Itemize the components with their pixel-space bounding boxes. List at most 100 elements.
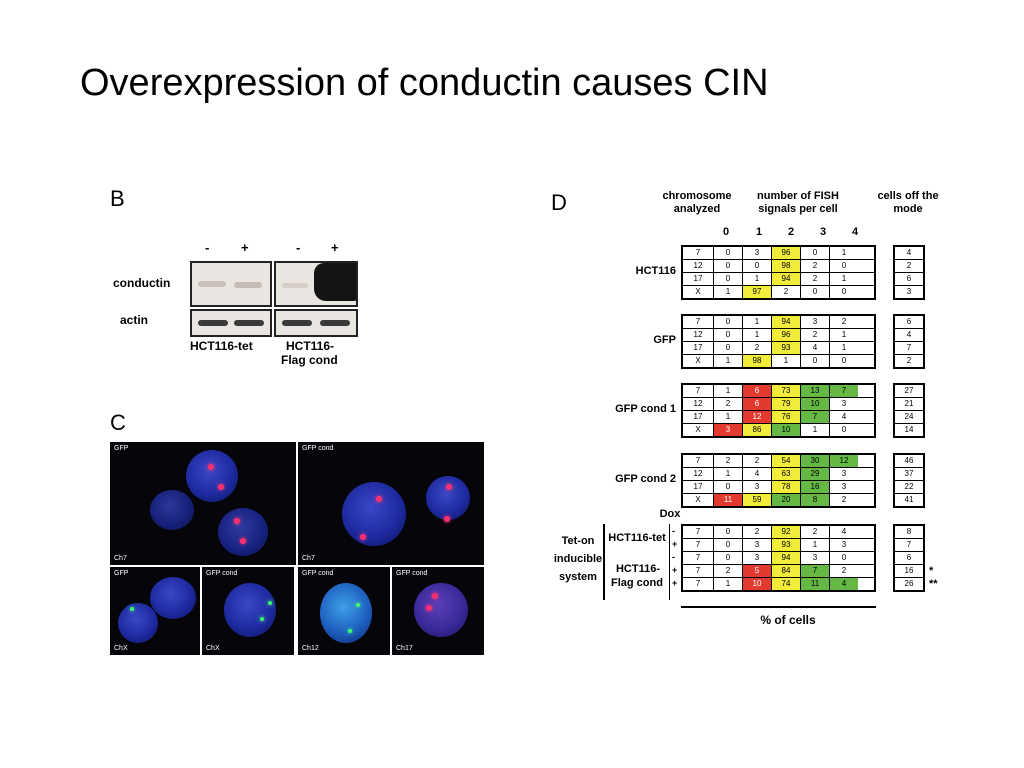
percent-cell: 10	[771, 424, 800, 436]
percent-cell: 4	[800, 342, 829, 354]
fish-image-channel: Ch17	[396, 645, 413, 652]
blot-band	[198, 281, 226, 287]
lane-sign: +	[331, 240, 339, 255]
percent-cell: 1	[771, 355, 800, 367]
nucleus	[150, 490, 194, 530]
fish-image-label: GFP cond	[396, 570, 428, 577]
signal-count-header: 0	[722, 226, 730, 238]
teton-bracket	[603, 524, 605, 600]
nucleus	[186, 450, 238, 502]
slide-title: Overexpression of conductin causes CIN	[80, 62, 769, 104]
percent-cell: 94	[771, 316, 800, 328]
dox-sign: +	[672, 539, 678, 549]
fish-signal	[444, 516, 450, 522]
teton-system-label-1: Tet-on	[561, 535, 595, 547]
dox-label: Dox	[659, 508, 681, 520]
group-label: HCT116	[635, 265, 676, 277]
cells-off-mode-cell: 21	[895, 397, 923, 410]
chromosome-cell: 12	[693, 469, 703, 478]
cells-off-mode-cell: 26	[895, 577, 923, 590]
significance-mark: **	[929, 578, 938, 590]
percent-cell: 0	[713, 260, 742, 272]
cells-off-mode-cell: 27	[904, 386, 914, 395]
cells-off-mode-cell: 16	[895, 564, 923, 577]
fish-signal	[240, 538, 246, 544]
percent-cell: 13	[800, 385, 829, 397]
chromosome-cell: 7	[695, 317, 701, 326]
group-label: GFP	[653, 334, 676, 346]
percent-cell: 4	[829, 526, 858, 538]
cells-off-mode-cell: 2	[895, 259, 923, 272]
percent-cell: 16	[800, 481, 829, 493]
chromosome-cell: X	[695, 425, 701, 434]
lane-sign: +	[241, 240, 249, 255]
percent-cell: 3	[829, 468, 858, 480]
chromosome-cell: X	[695, 356, 701, 365]
chromosome-cell: 7	[695, 527, 701, 536]
percent-cell: 1	[742, 329, 771, 341]
cells-off-mode-cell: 6	[906, 317, 912, 326]
actin-row-label: actin	[120, 313, 149, 327]
fish-signal	[208, 464, 214, 470]
blot-band	[282, 283, 308, 288]
nucleus	[342, 482, 406, 546]
fish-image: GFP cond Ch7	[296, 440, 486, 567]
blot-actin-tet	[190, 309, 272, 337]
nucleus	[118, 603, 158, 643]
fish-image: GFP cond ChX	[200, 565, 296, 657]
percent-cell: 1	[713, 286, 742, 298]
percent-cell: 20	[771, 494, 800, 506]
percent-cell: 93	[771, 539, 800, 551]
percent-cell: 0	[800, 355, 829, 367]
lane-label-tet: HCT116-tet	[190, 339, 253, 353]
percent-cell: 1	[829, 273, 858, 285]
nucleus	[414, 583, 468, 637]
cells-off-mode-cell: 46	[904, 456, 914, 465]
chromosome-cell: 17	[693, 343, 703, 352]
percent-cell: 78	[771, 481, 800, 493]
percent-cell: 8	[800, 494, 829, 506]
fish-signal	[432, 593, 438, 599]
percent-cell: 10	[742, 578, 771, 590]
header-cells-off-mode: cells off the mode	[877, 190, 939, 215]
cells-off-mode-cell: 8	[906, 527, 912, 536]
percent-cell: 3	[742, 539, 771, 551]
percent-cell: 2	[713, 398, 742, 410]
percent-cell: 10	[800, 398, 829, 410]
chromosome-cell: 17	[693, 482, 703, 491]
percent-cell: 0	[829, 424, 858, 436]
teton-sub-label-flag-1: HCT116-	[615, 563, 661, 575]
cells-off-mode-cell: 2	[895, 354, 923, 367]
fish-signal	[376, 496, 382, 502]
fish-image-channel: Ch12	[302, 645, 319, 652]
fish-signal	[260, 617, 264, 621]
dox-sign: +	[672, 565, 678, 575]
chromosome-cell: 7	[695, 553, 701, 562]
header-fish: number of FISH signals per cell	[757, 190, 839, 215]
percent-cell: 3	[742, 247, 771, 259]
fish-signal	[234, 518, 240, 524]
percent-cell: 0	[829, 260, 858, 272]
cells-off-mode-cell: 24	[895, 410, 923, 423]
percent-cell: 0	[829, 286, 858, 298]
chromosome-cell: 12	[693, 261, 703, 270]
blot-band	[198, 320, 228, 326]
nucleus	[150, 577, 196, 619]
percent-cell: 1	[713, 355, 742, 367]
signal-count-header: 4	[851, 226, 859, 238]
percent-cell: 98	[742, 355, 771, 367]
percent-cell: 2	[742, 342, 771, 354]
percent-cell: 29	[800, 468, 829, 480]
teton-system-label-2: inducible	[553, 553, 603, 565]
fish-image: GFP cond Ch12	[296, 565, 392, 657]
percent-cell: 2	[800, 260, 829, 272]
